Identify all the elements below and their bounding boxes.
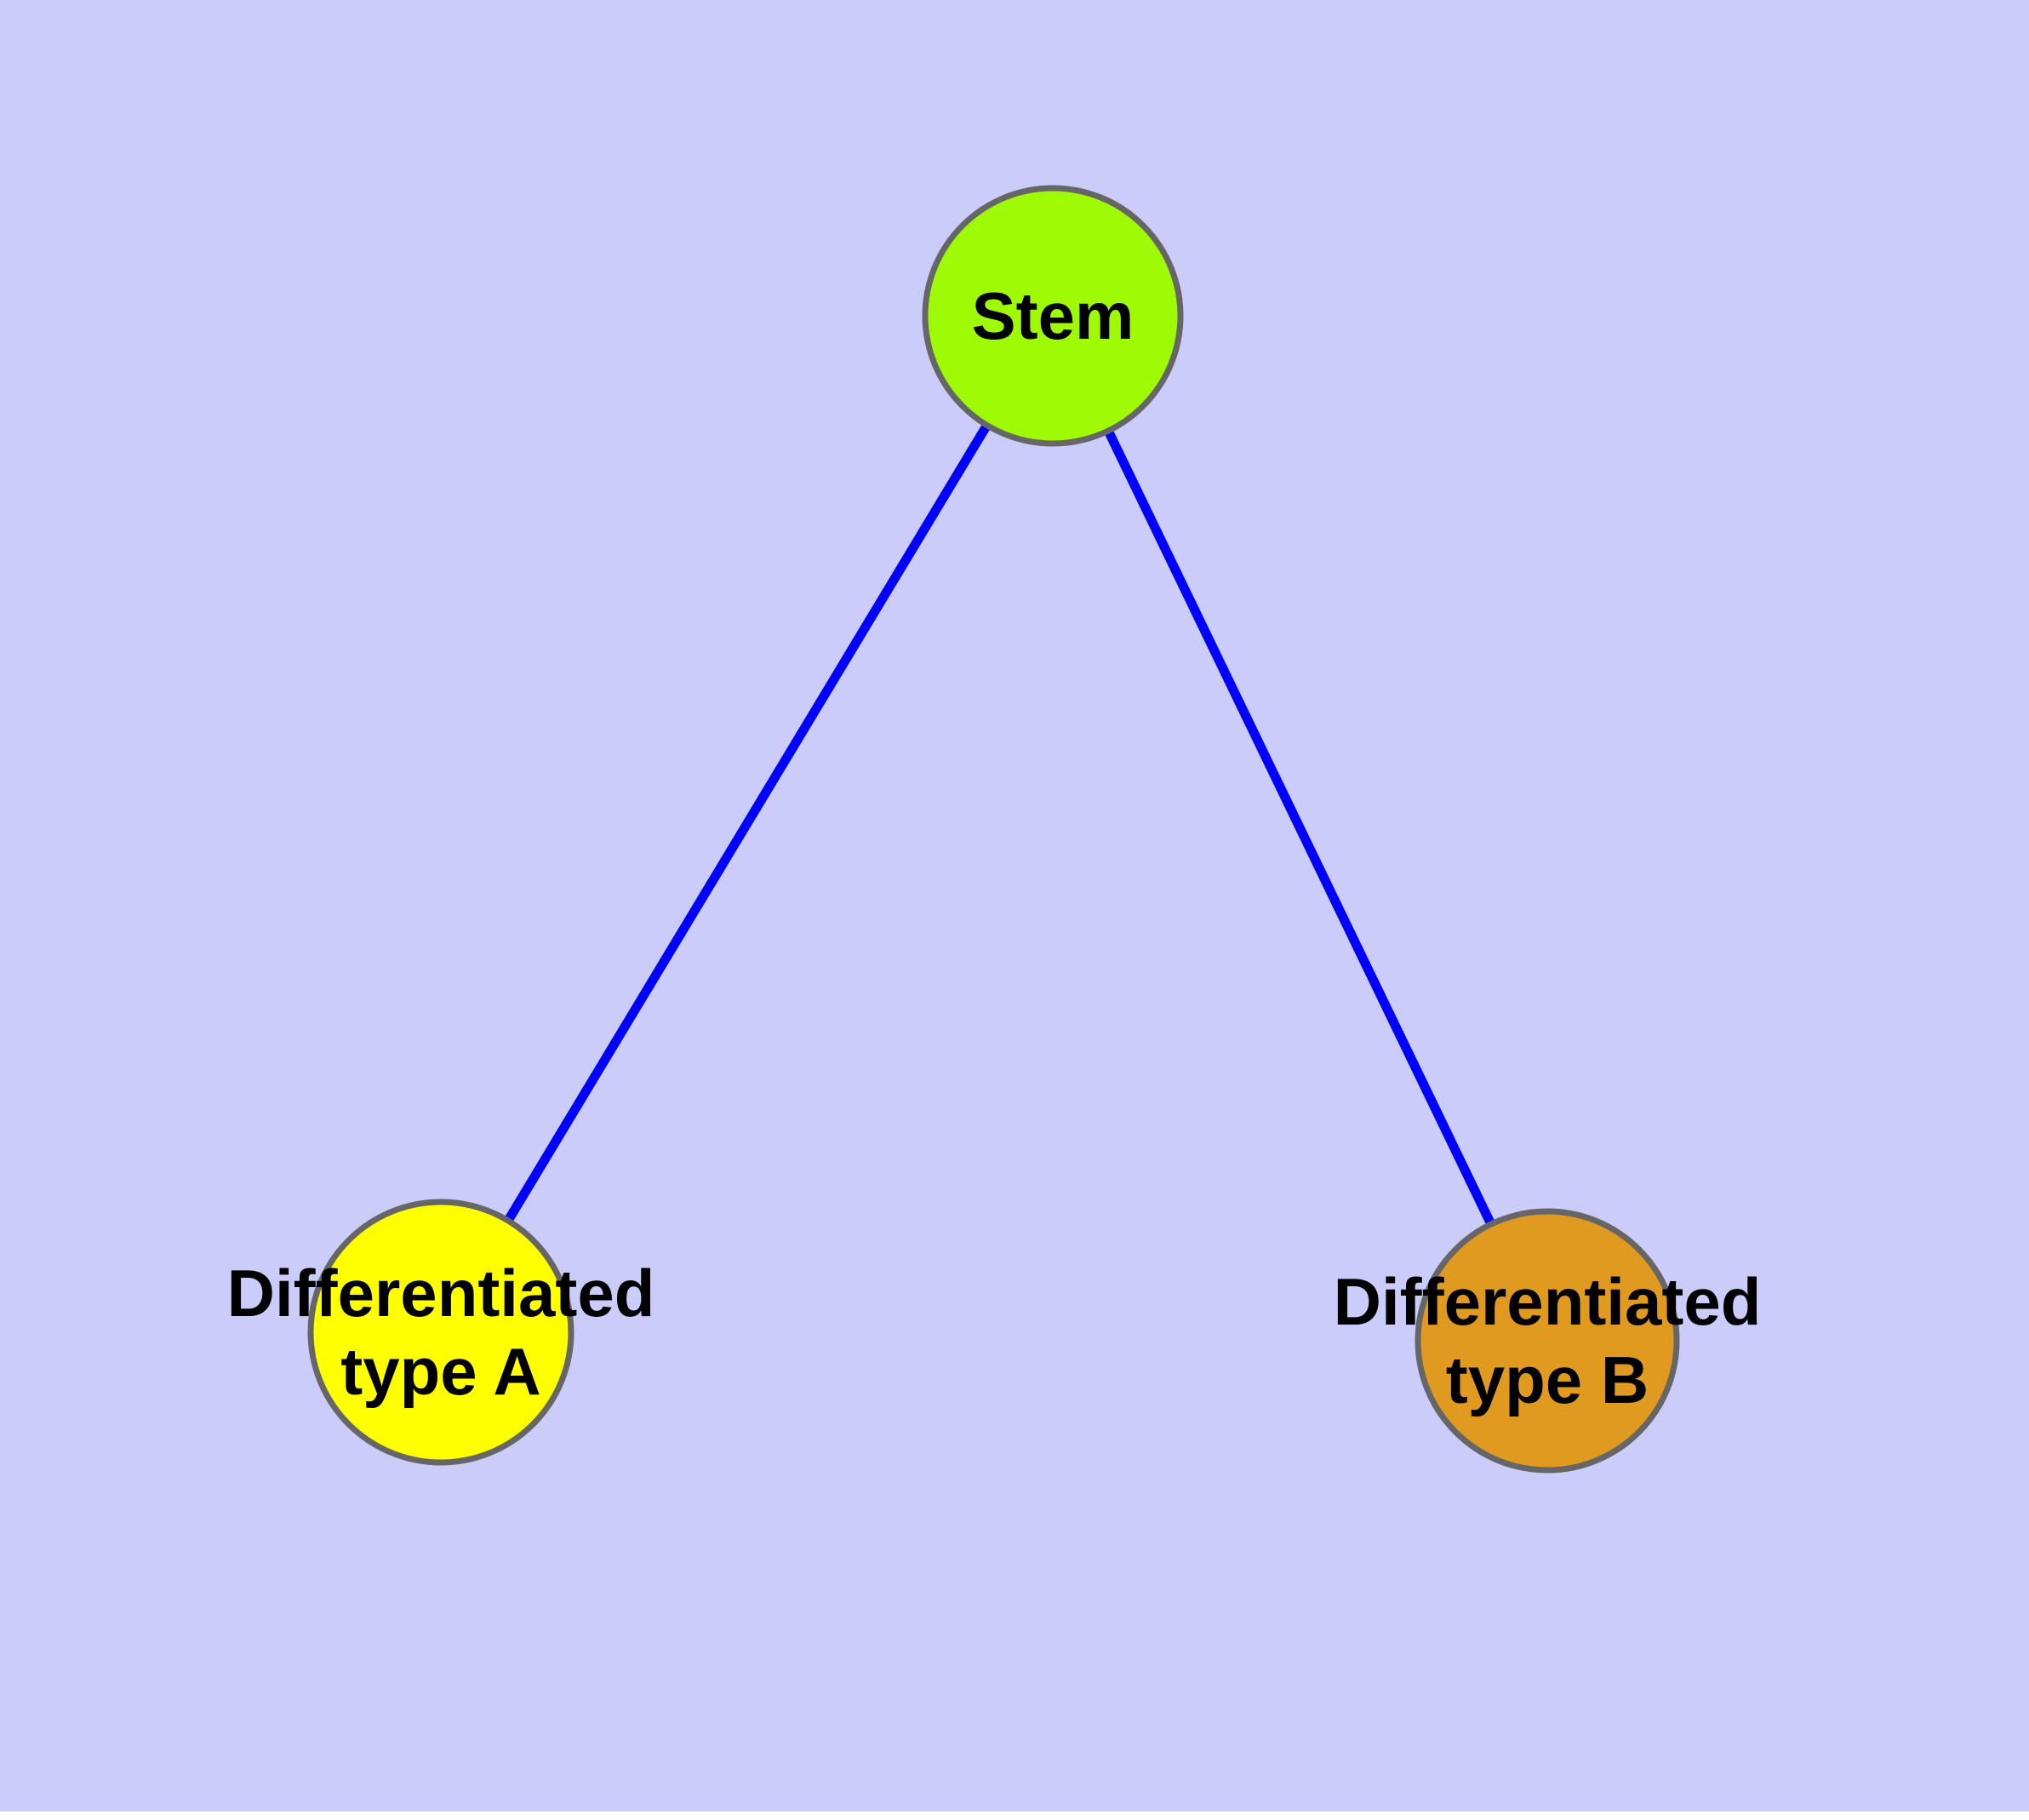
node-label-stem: Stem — [972, 278, 1135, 353]
node-label-line: Differentiated — [227, 1256, 655, 1331]
edge-layer — [437, 313, 1552, 1343]
node-circle-diff_a[interactable] — [307, 1199, 574, 1466]
node-label-line: type A — [340, 1334, 541, 1409]
node-label-line: type B — [1446, 1342, 1649, 1417]
node-circle-diff_b[interactable] — [1415, 1208, 1680, 1474]
node-label-line: Stem — [972, 278, 1135, 353]
edge-stem-diff-a[interactable] — [437, 313, 1057, 1335]
node-stem[interactable]: Stem — [922, 185, 1184, 447]
node-label-line: Differentiated — [1334, 1264, 1762, 1339]
edge-stem-diff-b[interactable] — [1049, 313, 1552, 1343]
node-circle-stem[interactable] — [922, 185, 1184, 447]
